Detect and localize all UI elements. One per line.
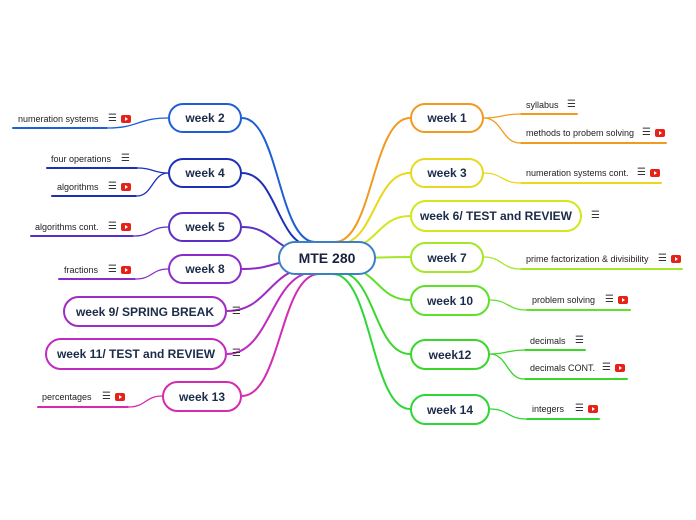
leaf-underline (520, 268, 683, 270)
youtube-icon[interactable] (618, 296, 628, 304)
topic-decimals-cont[interactable]: decimals CONT. (530, 363, 596, 373)
central-topic-mte-280[interactable]: MTE 280 (278, 241, 376, 275)
leaf-underline (524, 349, 586, 351)
notes-icon[interactable]: ☰ (232, 348, 241, 359)
topic-numeration-systems[interactable]: numeration systems (18, 114, 99, 124)
topic-algorithms[interactable]: algorithms (57, 182, 99, 192)
topic-numeration-systems-cont[interactable]: numeration systems cont. (526, 168, 629, 178)
notes-icon[interactable]: ☰ (567, 99, 576, 110)
topic-prime-factorization[interactable]: prime factorization & divisibility (526, 254, 649, 264)
leaf-underline (520, 142, 667, 144)
topic-algorithms-cont[interactable]: algorithms cont. (35, 222, 99, 232)
branch-week-14 (332, 273, 411, 410)
leaf-link (483, 172, 521, 184)
notes-icon[interactable]: ☰ (232, 306, 241, 317)
week-7-node[interactable]: week 7 (410, 242, 484, 273)
leaf-link (133, 226, 169, 237)
branch-week-1 (334, 117, 411, 243)
leaf-link (128, 395, 163, 408)
notes-icon[interactable]: ☰ (108, 264, 117, 275)
leaf-underline (520, 182, 662, 184)
leaf-underline (37, 406, 129, 408)
week-4-node[interactable]: week 4 (168, 158, 242, 188)
leaf-underline (526, 418, 600, 420)
youtube-icon[interactable] (588, 405, 598, 413)
notes-icon[interactable]: ☰ (102, 391, 111, 402)
week-8-node[interactable]: week 8 (168, 254, 242, 284)
notes-icon[interactable]: ☰ (575, 335, 584, 346)
week-10-node[interactable]: week 10 (410, 285, 490, 316)
notes-icon[interactable]: ☰ (602, 362, 611, 373)
leaf-underline (524, 378, 628, 380)
leaf-link (483, 117, 521, 144)
leaf-link (489, 299, 527, 311)
notes-icon[interactable]: ☰ (637, 167, 646, 178)
leaf-underline (520, 113, 578, 115)
topic-problem-solving[interactable]: problem solving (532, 295, 596, 305)
leaf-link (107, 117, 169, 129)
leaf-link (136, 172, 169, 197)
week-5-node[interactable]: week 5 (168, 212, 242, 242)
leaf-underline (46, 167, 138, 169)
youtube-icon[interactable] (121, 266, 131, 274)
week-11-test-review-node[interactable]: week 11/ TEST and REVIEW (45, 338, 227, 370)
topic-four-operations[interactable]: four operations (51, 154, 112, 164)
week-2-node[interactable]: week 2 (168, 103, 242, 133)
leaf-underline (30, 235, 134, 237)
branch-week-11 (226, 271, 316, 355)
week-1-node[interactable]: week 1 (410, 103, 484, 133)
branch-week-2 (241, 117, 316, 243)
week-3-node[interactable]: week 3 (410, 158, 484, 188)
notes-icon[interactable]: ☰ (658, 253, 667, 264)
notes-icon[interactable]: ☰ (575, 403, 584, 414)
leaf-link (489, 408, 527, 420)
youtube-icon[interactable] (671, 255, 681, 263)
youtube-icon[interactable] (650, 169, 660, 177)
leaf-underline (12, 127, 108, 129)
week-12-node[interactable]: week12 (410, 339, 490, 370)
leaf-link (135, 268, 169, 280)
notes-icon[interactable]: ☰ (108, 113, 117, 124)
youtube-icon[interactable] (121, 183, 131, 191)
topic-fractions[interactable]: fractions (64, 265, 99, 275)
week-6-test-review-node[interactable]: week 6/ TEST and REVIEW (410, 200, 582, 232)
leaf-link (489, 353, 525, 380)
leaf-link (483, 113, 521, 119)
youtube-icon[interactable] (615, 364, 625, 372)
topic-decimals[interactable]: decimals (530, 336, 566, 346)
branch-week-12 (338, 271, 411, 355)
youtube-icon[interactable] (655, 129, 665, 137)
week-14-node[interactable]: week 14 (410, 394, 490, 425)
topic-percentages[interactable]: percentages (42, 392, 92, 402)
leaf-underline (58, 278, 136, 280)
branch-week-13 (241, 273, 320, 397)
youtube-icon[interactable] (121, 115, 131, 123)
week-13-node[interactable]: week 13 (162, 381, 242, 412)
leaf-underline (526, 309, 631, 311)
leaf-link (483, 256, 521, 270)
topic-methods-problem-solving[interactable]: methods to probem solving (526, 128, 635, 138)
youtube-icon[interactable] (121, 223, 131, 231)
notes-icon[interactable]: ☰ (121, 153, 130, 164)
leaf-link (137, 167, 169, 174)
notes-icon[interactable]: ☰ (591, 210, 600, 221)
leaf-link (489, 349, 525, 355)
youtube-icon[interactable] (115, 393, 125, 401)
leaf-underline (51, 195, 137, 197)
topic-integers[interactable]: integers (532, 404, 565, 414)
notes-icon[interactable]: ☰ (108, 181, 117, 192)
topic-syllabus[interactable]: syllabus (526, 100, 559, 110)
notes-icon[interactable]: ☰ (642, 127, 651, 138)
notes-icon[interactable]: ☰ (108, 221, 117, 232)
week-9-spring-break-node[interactable]: week 9/ SPRING BREAK (63, 296, 227, 327)
notes-icon[interactable]: ☰ (605, 294, 614, 305)
